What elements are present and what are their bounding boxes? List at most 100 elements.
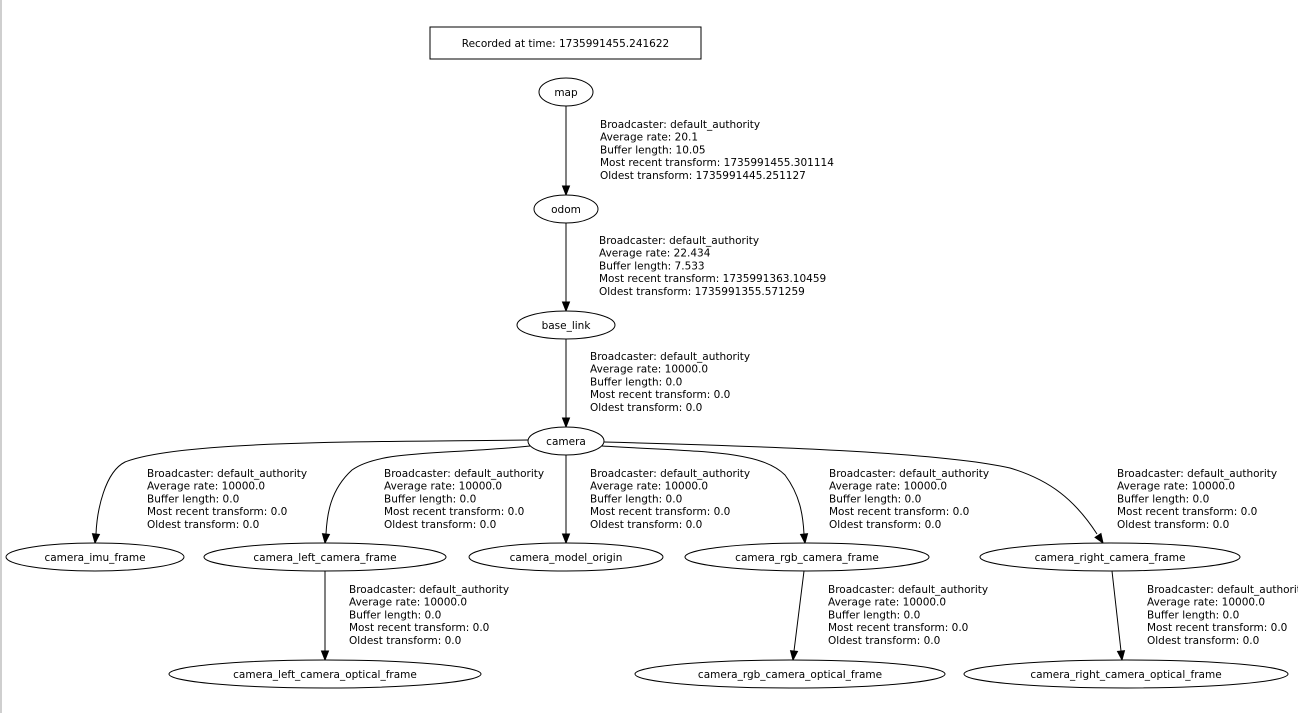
frame-node-ellipse: [684, 542, 930, 572]
frame-node-ellipse: [533, 194, 599, 224]
edge-label-line: Broadcaster: default_authority: [600, 119, 760, 131]
edge-label-line: Most recent transform: 0.0: [590, 506, 730, 518]
edge-label-line: Oldest transform: 0.0: [1117, 519, 1229, 531]
frame-node-ellipse: [527, 426, 605, 456]
frame-node-camera-rgb-camera-optical-frame: camera_rgb_camera_optical_frame: [634, 659, 946, 689]
edge-label-line: Buffer length: 10.05: [600, 144, 706, 156]
edge-arrowhead: [91, 533, 101, 545]
edge-line: [95, 439, 529, 535]
edge-label-line: Average rate: 10000.0: [1147, 597, 1265, 609]
edge-arrowhead: [561, 533, 571, 545]
edge-label-line: Oldest transform: 1735991445.251127: [600, 170, 806, 182]
edge-label-line: Buffer length: 0.0: [590, 376, 682, 388]
edge-label-line: Average rate: 10000.0: [828, 597, 946, 609]
edge-label-line: Oldest transform: 0.0: [829, 519, 941, 531]
edge-label-line: Oldest transform: 0.0: [384, 519, 496, 531]
frame-node-ellipse: [468, 542, 664, 572]
edge-label-line: Average rate: 10000.0: [590, 481, 708, 493]
frame-node-label: camera_rgb_camera_frame: [735, 552, 879, 564]
edge-label-line: Broadcaster: default_authority: [590, 468, 750, 480]
edge-label-line: Oldest transform: 0.0: [1147, 635, 1259, 647]
frame-node-camera: camera: [527, 426, 605, 456]
edge-label-line: Oldest transform: 0.0: [590, 519, 702, 531]
frame-node-label: camera: [546, 436, 586, 448]
edge-label-line: Most recent transform: 0.0: [828, 622, 968, 634]
edge-arrowhead: [789, 650, 799, 662]
edge-arrowhead: [561, 417, 571, 429]
frame-node-label: camera_right_camera_optical_frame: [1030, 669, 1221, 681]
frame-node-label: camera_model_origin: [510, 552, 623, 564]
edge-label-line: Average rate: 10000.0: [349, 597, 467, 609]
frame-node-label: map: [554, 87, 578, 99]
edge-arrowhead: [321, 533, 331, 545]
frame-node-map: map: [538, 77, 594, 107]
frame-node-ellipse: [516, 310, 616, 340]
frame-node-label: camera_right_camera_frame: [1035, 552, 1186, 564]
edge-label-line: Broadcaster: default_authority: [829, 468, 989, 480]
frame-node-ellipse: [979, 542, 1241, 572]
frame-node-base-link: base_link: [516, 310, 616, 340]
edge-label-line: Most recent transform: 0.0: [1147, 622, 1287, 634]
edge-label-line: Broadcaster: default_authority: [828, 584, 988, 596]
edge-arrowhead: [561, 301, 571, 313]
edge-label-line: Broadcaster: default_authority: [349, 584, 509, 596]
frame-node-camera-rgb-camera-frame: camera_rgb_camera_frame: [684, 542, 930, 572]
frame-node-odom: odom: [533, 194, 599, 224]
edge-label-line: Buffer length: 0.0: [1117, 493, 1209, 505]
edge-label-line: Broadcaster: default_authority: [1117, 468, 1277, 480]
edge-label-line: Oldest transform: 0.0: [349, 635, 461, 647]
edge-label-line: Buffer length: 0.0: [1147, 609, 1239, 621]
edge-label-line: Buffer length: 0.0: [590, 493, 682, 505]
edge-label-line: Broadcaster: default_authority: [147, 468, 307, 480]
frame-node-label: camera_imu_frame: [44, 552, 145, 564]
edge-label-line: Average rate: 10000.0: [384, 481, 502, 493]
edge-line: [1111, 570, 1122, 652]
frame-node-label: odom: [551, 204, 581, 216]
frame-node-ellipse: [634, 659, 946, 689]
edge-label-line: Most recent transform: 0.0: [590, 389, 730, 401]
edge-label-line: Average rate: 20.1: [600, 132, 698, 144]
edge-label-line: Average rate: 10000.0: [147, 481, 265, 493]
edge-label-line: Most recent transform: 0.0: [384, 506, 524, 518]
edge-label-line: Oldest transform: 0.0: [147, 519, 259, 531]
edge-label-line: Broadcaster: default_authority: [590, 351, 750, 363]
edge-line: [603, 441, 1098, 535]
frame-node-ellipse: [203, 542, 447, 572]
edge-label-line: Broadcaster: default_authority: [384, 468, 544, 480]
recorded-time-label: Recorded at time: 1735991455.241622: [462, 38, 669, 50]
frame-node-ellipse: [5, 542, 185, 572]
frame-node-camera-model-origin: camera_model_origin: [468, 542, 664, 572]
edge-label-line: Most recent transform: 1735991455.301114: [600, 157, 834, 169]
frame-node-label: camera_rgb_camera_optical_frame: [698, 669, 882, 681]
frame-node-camera-left-camera-frame: camera_left_camera_frame: [203, 542, 447, 572]
frame-node-camera-left-camera-optical-frame: camera_left_camera_optical_frame: [168, 659, 482, 689]
edge-arrowhead: [1094, 532, 1104, 545]
frame-node-ellipse: [963, 659, 1289, 689]
edge-label-line: Average rate: 10000.0: [1117, 481, 1235, 493]
edge-arrowhead: [1116, 650, 1126, 662]
edge-label-line: Buffer length: 0.0: [829, 493, 921, 505]
edge-label-line: Average rate: 10000.0: [829, 481, 947, 493]
edge-label-line: Buffer length: 0.0: [349, 609, 441, 621]
edge-line: [601, 445, 805, 535]
edge-label-line: Most recent transform: 0.0: [349, 622, 489, 634]
